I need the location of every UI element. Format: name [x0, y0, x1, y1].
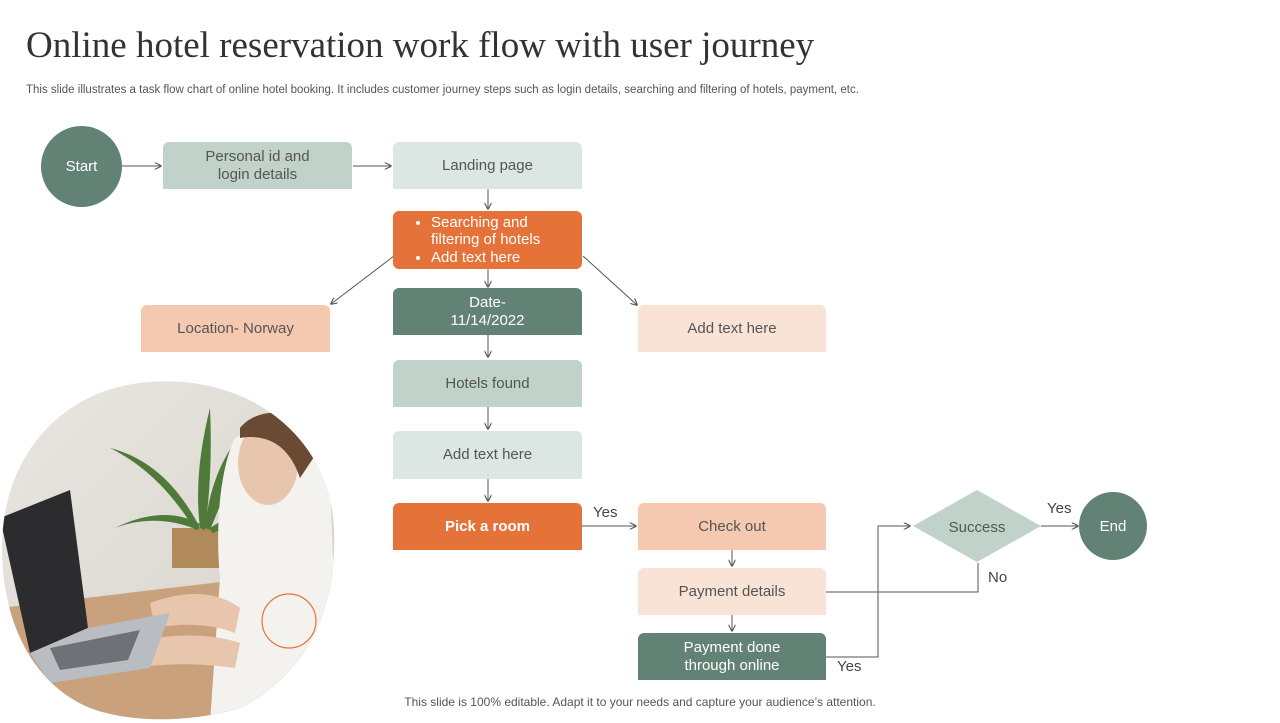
payment-details-step: Payment details [638, 568, 826, 615]
search-list: Searching and filtering of hotels Add te… [393, 214, 551, 267]
checkout-step: Check out [638, 503, 826, 550]
yes-label-pick: Yes [593, 504, 618, 521]
add-text-step: Add text here [393, 431, 582, 479]
success-diamond [913, 490, 1041, 562]
date-label: Date- [469, 293, 506, 311]
payment-done-step: Payment done through online [638, 633, 826, 680]
hotels-found-label: Hotels found [445, 374, 530, 392]
date-value: 11/14/2022 [450, 311, 525, 329]
payment-details-label: Payment details [678, 582, 786, 600]
location-label: Location- Norway [177, 319, 294, 337]
checkout-label: Check out [698, 517, 766, 535]
photo-laptop-user [2, 381, 335, 720]
location-step: Location- Norway [141, 305, 330, 352]
end-node: End [1079, 492, 1147, 560]
side-note-step: Add text here [638, 305, 826, 352]
start-node: Start [41, 126, 122, 207]
search-step: Searching and filtering of hotels Add te… [393, 211, 582, 269]
login-step: Personal id and login details [163, 142, 352, 189]
no-label: No [988, 569, 1008, 586]
hotels-found-step: Hotels found [393, 360, 582, 407]
footer-note: This slide is 100% editable. Adapt it to… [404, 695, 876, 709]
payment-done-label: Payment done through online [683, 638, 781, 674]
arrow-search-note [582, 255, 637, 305]
start-label: Start [65, 158, 98, 175]
date-step: Date- 11/14/2022 [393, 288, 582, 335]
yes-label-success: Yes [1047, 500, 1072, 517]
pick-room-label: Pick a room [444, 517, 531, 535]
search-list-item: Searching and filtering of hotels [431, 214, 551, 249]
landing-label: Landing page [442, 156, 533, 174]
search-list-item: Add text here [431, 249, 551, 267]
success-label: Success [948, 518, 1006, 536]
success-decision: Success [913, 490, 1041, 564]
side-note-label: Add text here [687, 319, 777, 337]
yes-label-payment: Yes [837, 658, 862, 675]
pick-room-step: Pick a room [393, 503, 582, 550]
end-label: End [1099, 517, 1127, 535]
landing-step: Landing page [393, 142, 582, 189]
slide-subtitle: This slide illustrates a task flow chart… [26, 84, 859, 96]
connector-payment-no [826, 563, 979, 593]
login-label: Personal id and login details [205, 147, 310, 183]
arrow-search-location [331, 255, 395, 304]
arrow-done-success [826, 526, 910, 658]
add-text-label: Add text here [442, 446, 533, 463]
slide-title: Online hotel reservation work flow with … [26, 25, 815, 66]
